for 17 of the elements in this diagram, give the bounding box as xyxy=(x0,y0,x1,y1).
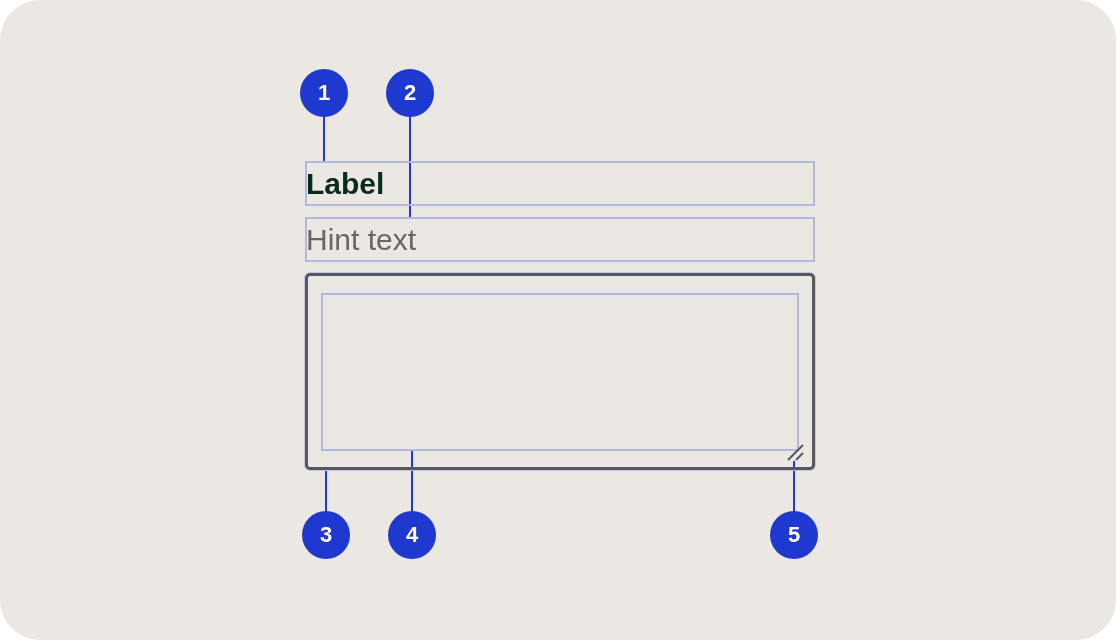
callout-number: 4 xyxy=(388,511,436,559)
hint-text: Hint text xyxy=(306,224,417,255)
resize-handle-icon xyxy=(787,444,804,461)
content-area-outline xyxy=(321,293,799,451)
callout-number: 3 xyxy=(302,511,350,559)
leader-line xyxy=(793,460,795,512)
callout-number: 2 xyxy=(386,69,434,117)
textarea-field xyxy=(305,273,815,470)
field-label: Label xyxy=(306,168,385,199)
hint-area-outline xyxy=(305,217,815,262)
callout-number: 5 xyxy=(770,511,818,559)
leader-line xyxy=(411,450,413,512)
leader-line xyxy=(409,116,411,218)
callout-number: 1 xyxy=(300,69,348,117)
leader-line xyxy=(325,469,327,512)
leader-line xyxy=(323,116,325,162)
label-area-outline xyxy=(305,161,815,206)
